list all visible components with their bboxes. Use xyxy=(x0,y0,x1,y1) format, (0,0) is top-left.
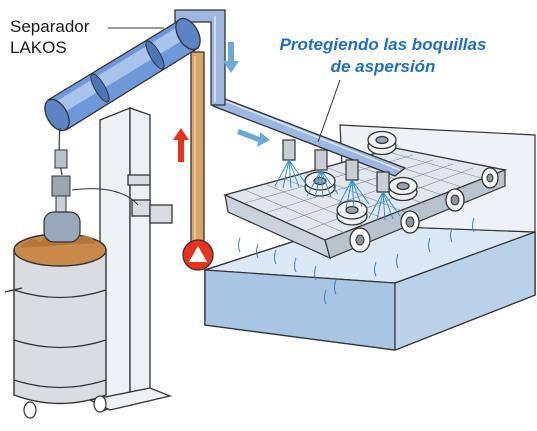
arrow-down-icon xyxy=(223,42,239,73)
pump xyxy=(182,239,214,271)
separator-stand xyxy=(88,107,173,413)
caption-line1: Protegiendo las boquillas xyxy=(279,35,487,54)
pump-triangle-icon xyxy=(189,246,207,262)
collection-drum xyxy=(4,211,107,419)
caption-line2: de aspersión xyxy=(330,57,436,76)
lakos-separator xyxy=(44,17,201,132)
supply-pipe xyxy=(174,9,226,106)
diagram-caption: Protegiendo las boquillas de aspersión xyxy=(258,34,508,78)
separator-label-line2: LAKOS xyxy=(10,38,67,57)
spray-nozzles xyxy=(274,139,401,221)
return-pipe xyxy=(190,51,205,248)
arrow-right-icon xyxy=(237,129,270,147)
arrow-up-icon xyxy=(173,128,189,162)
machined-parts xyxy=(304,130,418,226)
title-leader-line xyxy=(317,79,341,143)
purge-assembly xyxy=(51,127,139,215)
drain-drips xyxy=(238,217,475,305)
separator-label: Separador LAKOS xyxy=(10,16,89,58)
separator-label-line1: Separador xyxy=(10,17,90,36)
